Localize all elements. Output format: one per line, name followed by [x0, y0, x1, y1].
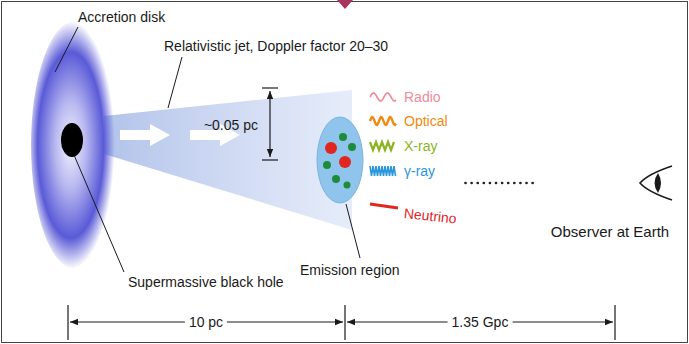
observer: Observer at Earth [536, 162, 684, 242]
dotted-connector [465, 182, 534, 185]
emission-shape [316, 116, 364, 204]
band-label: γ-ray [404, 163, 435, 179]
wave-icon [370, 142, 394, 150]
dimension-line [269, 91, 270, 157]
part-label: Supermassive black hole [128, 274, 284, 290]
dimension-tick [262, 159, 278, 160]
wave-icon [370, 166, 396, 176]
flow-arrow [120, 124, 170, 146]
leader-line [55, 27, 78, 72]
particle-dot [323, 161, 331, 169]
part-label: Relativistic jet, Doppler factor 20–30 [164, 38, 388, 54]
particle-dot [348, 143, 356, 151]
dimension-tick [344, 305, 345, 340]
particle-dot [344, 182, 351, 189]
band-label: X-ray [404, 138, 437, 154]
dimension-label: 10 pc [185, 314, 227, 330]
particle-dot [332, 175, 340, 183]
black-hole [61, 123, 83, 157]
particle-dot [339, 133, 347, 141]
node-label: Observer at Earth [551, 224, 669, 240]
emission-region: Emission region [316, 116, 364, 204]
particle-dot [325, 142, 337, 154]
dimension-tick [67, 305, 68, 340]
band-label: Radio [404, 89, 441, 105]
eye-icon [640, 166, 672, 200]
band-label: Neutrino [403, 205, 457, 226]
dimension-tick [614, 305, 615, 340]
top-marker [337, 0, 353, 9]
dimension-tick [262, 87, 278, 88]
wave-icon [370, 93, 396, 101]
part-label: Accretion disk [78, 9, 165, 25]
dimension-label: ~0.05 pc [204, 117, 258, 133]
leader-line [346, 204, 360, 258]
node-label: Emission region [300, 262, 400, 278]
leader-line [74, 155, 124, 272]
neutrino-icon [370, 204, 398, 208]
eye-pupil [655, 173, 662, 193]
emission-blob [317, 117, 363, 203]
jet-cone [104, 90, 352, 230]
wave-icon [370, 117, 396, 125]
dimension-label: 1.35 Gpc [448, 314, 513, 330]
particle-dot [339, 156, 351, 168]
band-label: Optical [404, 113, 448, 129]
accretion-disk [31, 21, 119, 269]
wave-icons [370, 93, 398, 208]
leader-line [168, 57, 182, 108]
